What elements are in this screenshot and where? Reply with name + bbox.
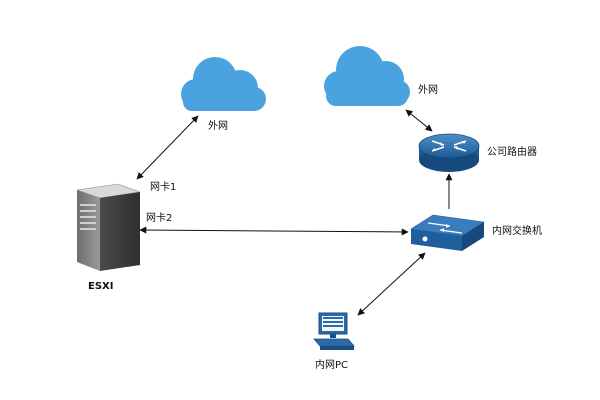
pc-label: 内网PC xyxy=(315,360,349,371)
server-icon xyxy=(76,183,141,271)
link-pc-switch xyxy=(357,252,426,316)
link-esxi-switch xyxy=(139,226,409,236)
nic2-label: 网卡2 xyxy=(146,213,173,224)
cloud-left-icon xyxy=(181,57,266,111)
nic1-label: 网卡1 xyxy=(150,182,177,193)
switch-icon xyxy=(410,214,485,251)
router-label: 公司路由器 xyxy=(487,147,537,158)
cloud-left-label: 外网 xyxy=(208,121,228,132)
link-esxi-cloud-left xyxy=(136,115,199,180)
link-cloud-right-router xyxy=(405,109,433,132)
switch-label: 内网交换机 xyxy=(492,226,542,237)
cloud-right-label: 外网 xyxy=(418,85,438,96)
cloud-right-icon xyxy=(324,46,410,106)
router-icon xyxy=(418,133,480,172)
pc-icon xyxy=(313,312,355,350)
esxi-label: ESXI xyxy=(88,281,114,292)
